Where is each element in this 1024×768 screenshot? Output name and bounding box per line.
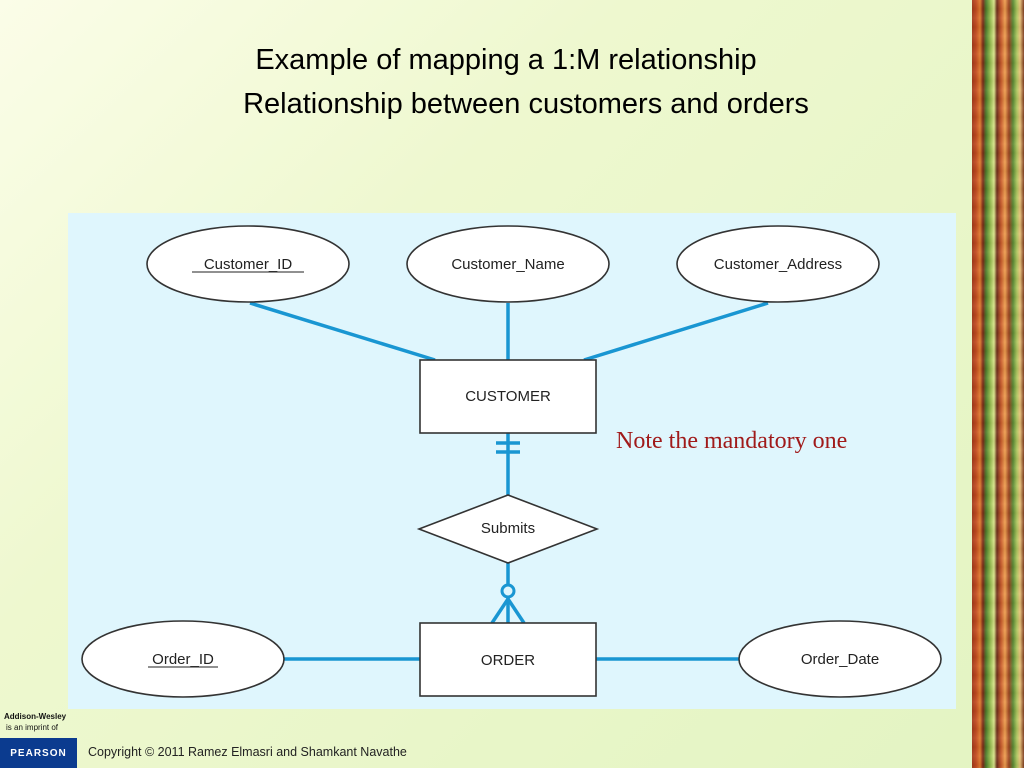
attribute-customer-address-label: Customer_Address (714, 256, 842, 273)
attribute-customer-address (676, 225, 880, 303)
attribute-order-date-label: Order_Date (801, 651, 879, 668)
attribute-customer-id (146, 225, 350, 303)
connector-customer-id (249, 301, 436, 362)
decorative-stripe-border (972, 0, 1024, 768)
relationship-submits (416, 494, 600, 564)
slide-title: Example of mapping a 1:M relationship (255, 44, 757, 76)
connector-customer-address (583, 301, 769, 362)
entity-customer (419, 359, 597, 434)
annotation-note: Note the mandatory one (616, 428, 848, 454)
attribute-order-id-label: Order_ID (152, 651, 214, 668)
slide-subtitle: Relationship between customers and order… (243, 88, 809, 120)
copyright-notice: Copyright © 2011 Ramez Elmasri and Shamk… (88, 745, 407, 759)
publisher-name: Addison-Wesley (4, 712, 67, 721)
publisher-imprint-text: is an imprint of (6, 723, 59, 732)
optional-circle-marker (500, 583, 516, 599)
attribute-order-date (738, 620, 942, 698)
crows-foot-right (506, 598, 526, 624)
attribute-customer-name-label: Customer_Name (451, 256, 564, 273)
entity-order-label: ORDER (481, 652, 535, 669)
attribute-customer-name (406, 225, 610, 303)
attribute-customer-id-label: Customer_ID (204, 256, 293, 273)
entity-order (419, 622, 597, 697)
crows-foot-left (490, 598, 510, 624)
pearson-logo: PEARSON (0, 738, 77, 768)
attribute-order-id (81, 620, 285, 698)
er-diagram: Customer_ID Customer_Name Customer_Addre… (68, 213, 956, 709)
entity-customer-label: CUSTOMER (465, 388, 551, 405)
relationship-submits-label: Submits (481, 520, 535, 537)
